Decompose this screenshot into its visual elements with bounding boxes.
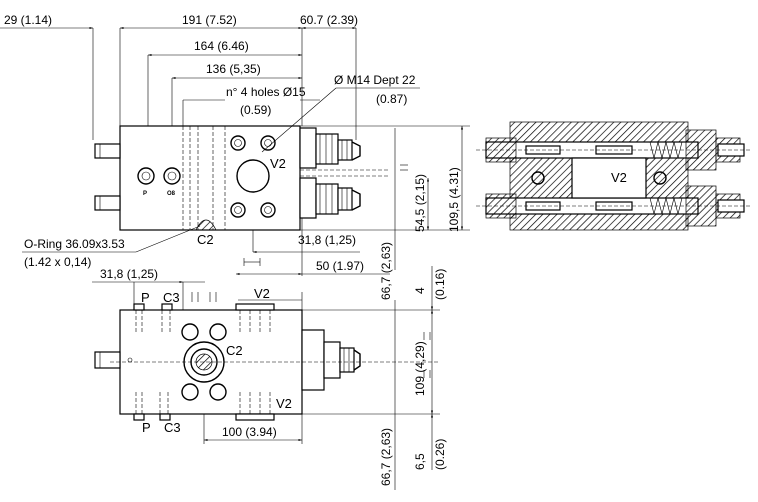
dim-4: 4 — [413, 287, 427, 294]
dim-29: 29 (1.14) — [4, 13, 52, 27]
dim-m14: Ø M14 Dept 22 — [334, 73, 416, 87]
dim-0-16: (0.16) — [433, 269, 447, 300]
v2-mid-label: V2 — [254, 286, 270, 301]
dim-holes: n° 4 holes Ø15 — [226, 85, 306, 99]
dim-31-8-mid: 31,8 (1,25) — [100, 267, 158, 281]
v2-front-label: V2 — [270, 156, 286, 171]
port-o8-label: O8 — [167, 191, 176, 197]
top-view: P C3 V2 C2 V2 P C3 31,8 (1,25) 100 (3.94… — [92, 242, 447, 490]
c3-top-label: C3 — [163, 290, 180, 305]
c3-bot-label: C3 — [164, 420, 181, 435]
oring-label-2: (1.42 x 0,14) — [24, 255, 91, 269]
dim-136: 136 (5,35) — [206, 62, 261, 76]
v2-bot-label: V2 — [276, 396, 292, 411]
oring-label-1: O-Ring 36.09x3.53 — [24, 237, 125, 251]
v2-section-label: V2 — [611, 170, 627, 185]
c2-front-label: C2 — [197, 232, 214, 247]
dim-66-7-top: 66,7 (2,63) — [379, 242, 393, 300]
dim-6-5: 6,5 — [413, 453, 427, 470]
dim-0-87: (0.87) — [376, 92, 407, 106]
dim-191: 191 (7.52) — [182, 13, 237, 27]
dim-50: 50 (1.97) — [316, 259, 364, 273]
dim-66-7-bot: 66,7 (2,63) — [379, 428, 393, 486]
c2-mid-label: C2 — [226, 343, 243, 358]
dim-100: 100 (3.94) — [222, 425, 277, 439]
dim-0-26: (0.26) — [433, 439, 447, 470]
port-p-label: P — [143, 191, 147, 197]
dim-109-5: 109,5 (4.31) — [447, 167, 461, 232]
front-view: P O8 V2 C2 — [0, 13, 470, 276]
dim-31-8-top: 31,8 (1,25) — [298, 233, 356, 247]
p-bot-label: P — [142, 420, 151, 435]
dim-0-59: (0.59) — [240, 103, 271, 117]
dim-60-7: 60.7 (2.39) — [300, 13, 358, 27]
dim-54-5: 54,5 (2,15) — [413, 174, 427, 232]
section-view: V2 — [476, 121, 750, 231]
dim-164: 164 (6.46) — [194, 39, 249, 53]
dim-109: 109 (4,29) — [413, 341, 427, 396]
p-top-label: P — [141, 290, 150, 305]
